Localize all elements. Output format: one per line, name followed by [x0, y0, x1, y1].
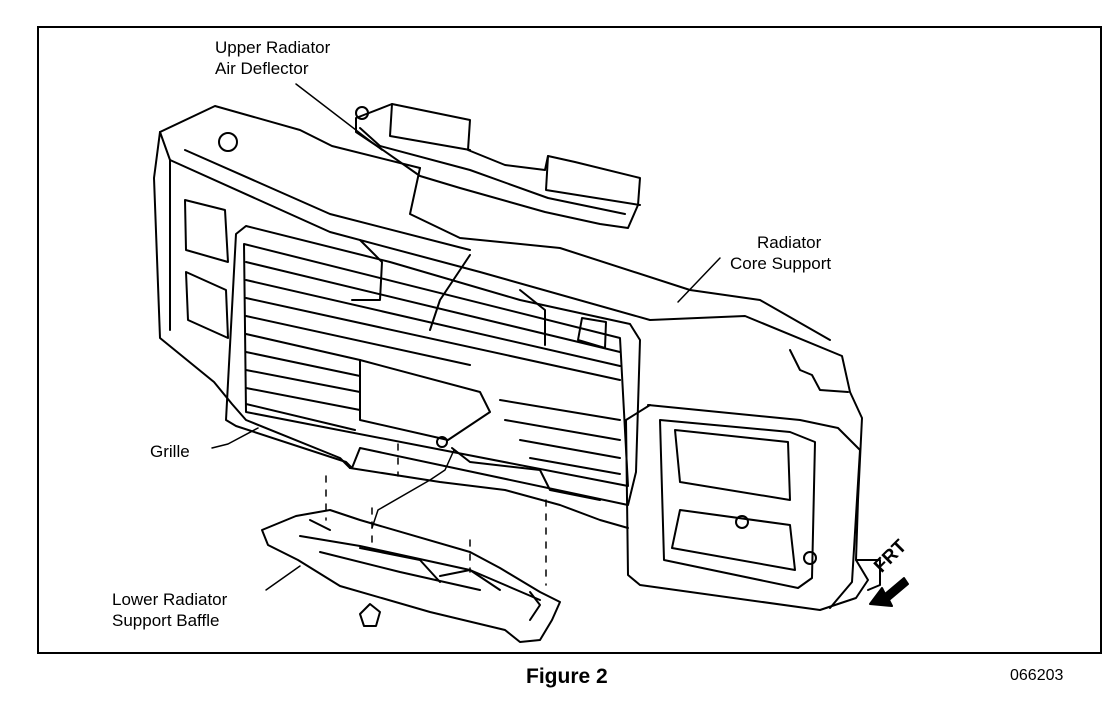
figure-code: 066203: [1010, 667, 1064, 684]
front-direction-arrow: [869, 577, 909, 607]
upper-deflector-label-line2: Air Deflector: [215, 59, 309, 78]
lower-support-baffle-part: [261, 509, 561, 643]
figure-caption: Figure 2: [526, 665, 608, 688]
lower-baffle-label-line2: Support Baffle: [112, 611, 220, 630]
upper-deflector-label: Upper Radiator Air Deflector: [215, 37, 330, 79]
leader-lines: [211, 83, 721, 591]
upper-deflector-label-line1: Upper Radiator: [215, 38, 331, 57]
grille-part: [225, 225, 641, 506]
core-support-label-line2: Core Support: [730, 254, 832, 273]
grille-label: Grille: [150, 442, 190, 461]
diagram-frame: [37, 26, 1102, 654]
upper-air-deflector-part: [355, 103, 641, 229]
lower-baffle-label-line1: Lower Radiator: [112, 590, 228, 609]
core-support-label-line1: Radiator: [757, 233, 822, 252]
lower-baffle-label: Lower Radiator Support Baffle: [112, 589, 227, 631]
radiator-core-support-part: [153, 105, 881, 611]
core-support-label: Radiator Core Support: [730, 232, 831, 274]
